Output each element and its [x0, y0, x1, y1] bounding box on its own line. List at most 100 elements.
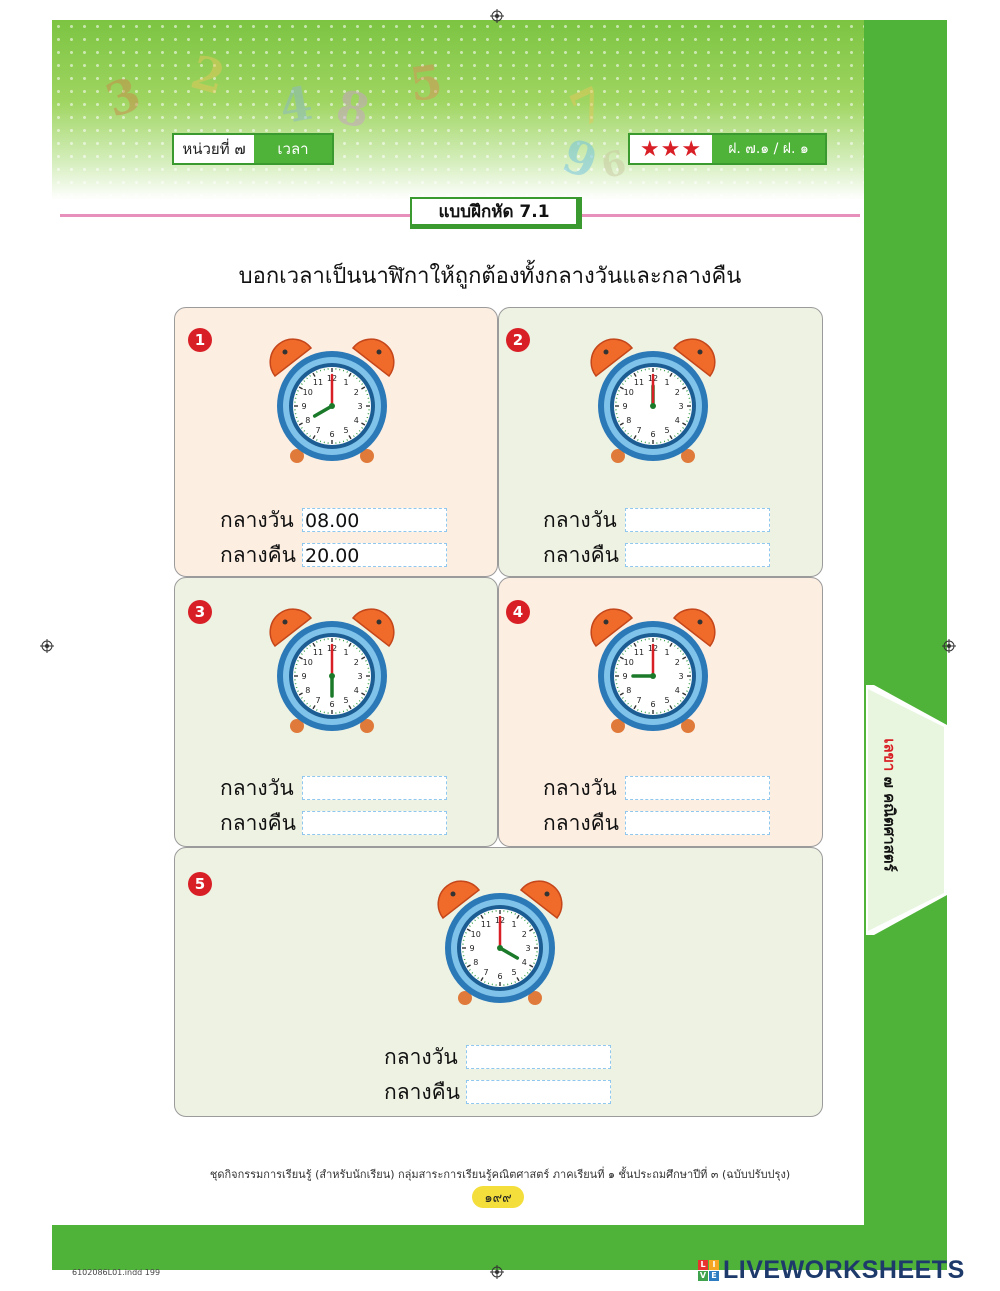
day-label: กลางวัน [543, 507, 617, 532]
clock-number: 4 [354, 686, 359, 695]
clock-number: 6 [650, 700, 655, 709]
item-number-badge: 2 [506, 328, 530, 352]
footer-text: ชุดกิจกรรมการเรียนรู้ (สำหรับนักเรียน) ก… [209, 1168, 791, 1181]
deco-number: 3 [98, 66, 148, 128]
side-tab-prefix: เลขา [881, 738, 900, 772]
hour-hand [498, 946, 520, 960]
item-number-badge: 1 [188, 328, 212, 352]
clock-number: 6 [329, 700, 334, 709]
clock-number: 10 [303, 388, 313, 397]
clock-number: 10 [303, 658, 313, 667]
registration-mark-icon [490, 9, 504, 23]
right-margin-band [864, 20, 947, 1270]
day-answer-row: กลางวัน [220, 773, 447, 803]
clock-number: 11 [481, 920, 491, 929]
day-time-input[interactable] [625, 776, 770, 800]
clock-number: 9 [622, 402, 627, 411]
clock-number: 5 [511, 968, 516, 977]
clock-number: 8 [305, 416, 310, 425]
clock-number: 8 [305, 686, 310, 695]
deco-number: 2 [185, 44, 231, 106]
clock-number: 5 [343, 696, 348, 705]
clock-number: 1 [343, 648, 348, 657]
deco-number: 9 [555, 128, 605, 190]
clock-number: 11 [313, 378, 323, 387]
item-number-badge: 3 [188, 600, 212, 624]
night-label: กลางคืน [220, 542, 297, 567]
day-answer-row: กลางวัน [543, 505, 770, 535]
registration-mark-icon [40, 639, 54, 653]
clock-number: 9 [301, 672, 306, 681]
clock-number: 6 [329, 430, 334, 439]
page-number: ๑๙๙ [472, 1186, 524, 1208]
clock-number: 2 [354, 658, 359, 667]
clock-number: 1 [343, 378, 348, 387]
unit-box: หน่วยที่ ๗ เวลา [172, 133, 334, 165]
night-label: กลางคืน [543, 542, 620, 567]
alarm-clock-icon: 121234567891011 [269, 608, 395, 733]
clock-number: 9 [301, 402, 306, 411]
clock-number: 3 [357, 402, 362, 411]
clock-number: 8 [473, 958, 478, 967]
clock-number: 3 [525, 944, 530, 953]
clock-number: 9 [469, 944, 474, 953]
clock-number: 5 [664, 696, 669, 705]
alarm-clock-icon: 121234567891011 [590, 608, 716, 733]
standard-box: ★★★ ฝ. ๗.๑ / ฝ. ๑ [628, 133, 827, 165]
day-label: กลางวัน [543, 775, 617, 800]
day-time-input[interactable]: 08.00 [302, 508, 447, 532]
clock-number: 9 [622, 672, 627, 681]
clock-number: 2 [522, 930, 527, 939]
alarm-clock-icon: 121234567891011 [437, 880, 563, 1005]
clock-number: 3 [678, 672, 683, 681]
item-number-badge: 5 [188, 872, 212, 896]
night-answer-row: กลางคืน [220, 808, 447, 838]
night-label: กลางคืน [384, 1079, 461, 1104]
alarm-clock-icon: 121234567891011 [590, 338, 716, 463]
instruction-text: บอกเวลาเป็นนาฬิกาให้ถูกต้องทั้งกลางวันแล… [238, 264, 742, 289]
day-time-input[interactable] [466, 1045, 611, 1069]
night-time-input[interactable] [302, 811, 447, 835]
clock-number: 4 [675, 416, 680, 425]
night-time-input[interactable] [625, 811, 770, 835]
clock-number: 10 [624, 658, 634, 667]
clock-number: 2 [675, 658, 680, 667]
item-number-badge: 4 [506, 600, 530, 624]
clock-number: 7 [636, 426, 641, 435]
bottom-band [52, 1225, 947, 1270]
deco-number: 7 [562, 75, 614, 139]
night-time-input[interactable] [466, 1080, 611, 1104]
night-time-input[interactable] [625, 543, 770, 567]
side-tab-text: ๗ คณิตศาสตร์ [881, 776, 900, 872]
clock-number: 7 [636, 696, 641, 705]
night-time-input[interactable]: 20.00 [302, 543, 447, 567]
liveworksheets-logo-icon: L I V E [698, 1260, 719, 1281]
clock-number: 2 [354, 388, 359, 397]
standard-code: ฝ. ๗.๑ / ฝ. ๑ [712, 135, 825, 163]
top-banner: 3 2 4 8 5 7 9 6 [52, 20, 947, 200]
clock-number: 1 [664, 378, 669, 387]
clock-number: 8 [626, 686, 631, 695]
day-answer-row: กลางวัน [384, 1042, 611, 1072]
day-label: กลางวัน [220, 775, 294, 800]
day-answer-row: กลางวัน [543, 773, 770, 803]
clock-number: 1 [664, 648, 669, 657]
clock-number: 7 [483, 968, 488, 977]
registration-mark-icon [942, 639, 956, 653]
clock-number: 4 [354, 416, 359, 425]
clock-number: 3 [678, 402, 683, 411]
hour-hand [312, 404, 334, 418]
clock-number: 7 [315, 696, 320, 705]
clock-number: 1 [511, 920, 516, 929]
day-time-input[interactable] [625, 508, 770, 532]
difficulty-stars: ★★★ [639, 136, 703, 162]
side-tab-shape [866, 685, 947, 935]
liveworksheets-logo[interactable]: L I V E LIVEWORKSHEETS [698, 1256, 965, 1285]
clock-number: 2 [675, 388, 680, 397]
clock-number: 4 [675, 686, 680, 695]
night-label: กลางคืน [220, 810, 297, 835]
night-label: กลางคืน [543, 810, 620, 835]
registration-mark-icon [490, 1265, 504, 1279]
day-time-input[interactable] [302, 776, 447, 800]
